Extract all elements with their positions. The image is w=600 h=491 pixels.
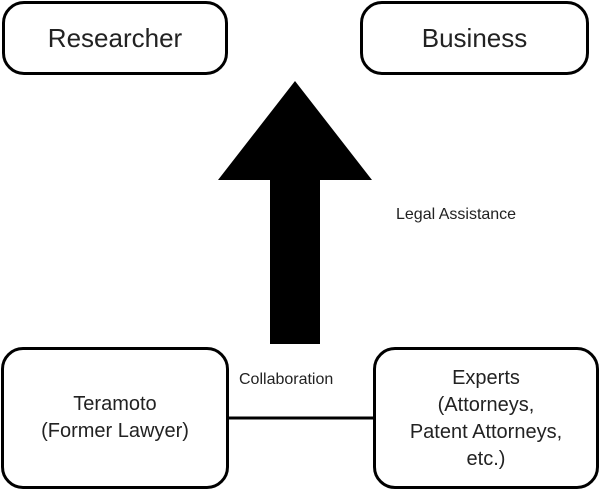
experts-node: Experts (Attorneys, Patent Attorneys, et… bbox=[373, 347, 599, 489]
teramoto-node: Teramoto (Former Lawyer) bbox=[1, 347, 229, 489]
experts-label: Experts (Attorneys, Patent Attorneys, et… bbox=[410, 363, 562, 473]
experts-line: Experts bbox=[452, 367, 520, 389]
legal-assistance-arrow bbox=[218, 81, 372, 344]
teramoto-label: Teramoto (Former Lawyer) bbox=[41, 391, 189, 445]
teramoto-role: (Former Lawyer) bbox=[41, 420, 189, 442]
business-label: Business bbox=[421, 23, 528, 53]
experts-line: Patent Attorneys, bbox=[409, 421, 563, 443]
experts-line: etc.) bbox=[466, 448, 506, 470]
researcher-node: Researcher bbox=[2, 1, 228, 75]
experts-line: (Attorneys, bbox=[437, 394, 535, 416]
teramoto-name: Teramoto bbox=[73, 393, 157, 415]
legal-assistance-label: Legal Assistance bbox=[396, 206, 517, 223]
researcher-label: Researcher bbox=[47, 23, 183, 53]
business-node: Business bbox=[360, 1, 589, 75]
collaboration-label: Collaboration bbox=[239, 371, 334, 388]
